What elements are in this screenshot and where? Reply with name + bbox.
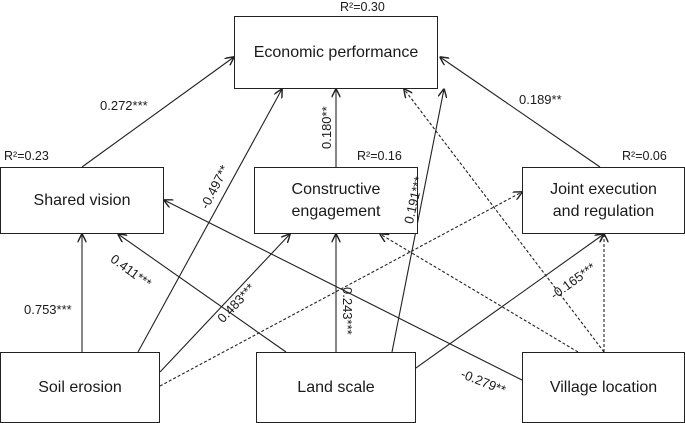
arrow-je-to-ep [440, 57, 601, 168]
arrow-se-to-ep [137, 89, 282, 353]
r2-constructive-engagement: R²=0.16 [357, 149, 402, 163]
arrow-ls-to-ep [391, 89, 444, 353]
node-land-scale: Land scale [256, 352, 416, 423]
coef-se-to-sv: 0.753*** [24, 302, 72, 317]
arrow-vl-to-ce-dashed [380, 234, 579, 353]
arrow-se-to-ce [159, 234, 290, 373]
node-soil-erosion: Soil erosion [0, 352, 160, 423]
coef-je-to-ep: 0.189** [519, 92, 562, 107]
coef-sv-to-ep: 0.272*** [100, 98, 148, 113]
coef-ce-to-ep: 0.180** [319, 106, 334, 149]
node-village-location: Village location [522, 352, 685, 423]
r2-joint-execution: R²=0.06 [622, 149, 667, 163]
arrow-vl-to-ep-dashed [404, 89, 605, 353]
r2-economic-performance: R²=0.30 [340, 0, 385, 14]
arrow-vl-to-sv [164, 200, 523, 381]
node-constructive-engagement: Constructive engagement [254, 167, 418, 234]
r2-shared-vision: R²=0.23 [4, 149, 49, 163]
coef-ls-to-ce: 0.243*** [340, 287, 355, 335]
node-economic-performance: Economic performance [234, 16, 438, 89]
arrow-sv-to-ep [81, 57, 234, 168]
arrow-ls-to-je [391, 234, 604, 386]
node-joint-execution: Joint execution and regulation [522, 167, 685, 234]
arrow-ls-to-sv [118, 234, 287, 353]
node-shared-vision: Shared vision [0, 167, 164, 234]
arrow-se-to-je-dashed [159, 192, 522, 387]
